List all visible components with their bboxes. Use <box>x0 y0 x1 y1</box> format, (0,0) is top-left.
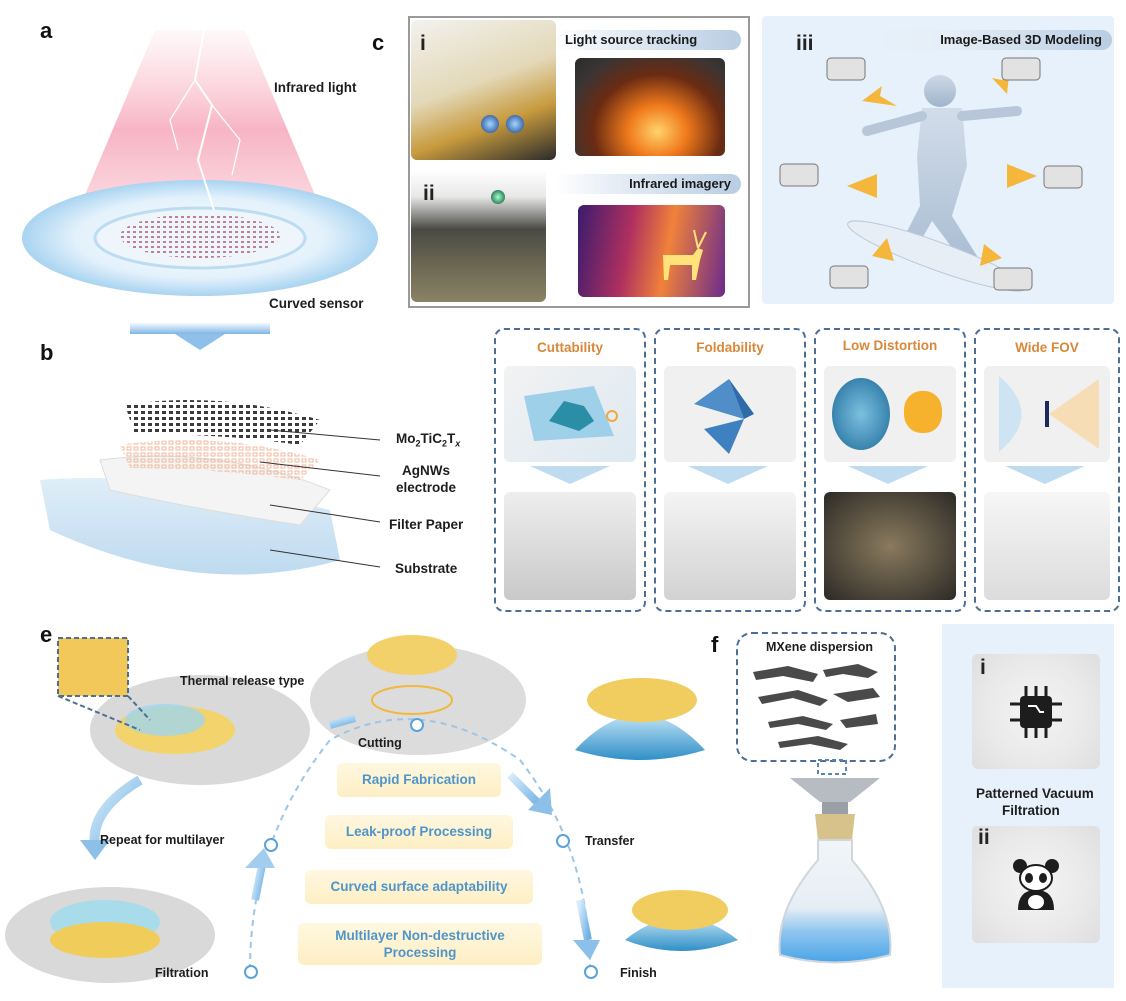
curved-sensor-label: Curved sensor <box>269 296 364 311</box>
layer-stack-illustration <box>40 400 381 575</box>
fire-photo <box>575 58 725 156</box>
panel-letter-e: e <box>40 622 53 647</box>
roman-ii: ii <box>423 182 435 205</box>
chevron-down-icon <box>688 466 768 484</box>
folded-paper-top-photo <box>664 366 796 462</box>
wide-fov-card: Wide FOV <box>974 328 1120 612</box>
fov-icon <box>999 376 1099 452</box>
mo2tic2tx-label: Mo2TiC2Tx <box>396 431 461 449</box>
panel-letter-b: b <box>40 340 54 365</box>
robot-eye-icon <box>481 115 499 133</box>
card-title: Foldability <box>696 340 764 355</box>
lens-top-photo <box>824 366 956 462</box>
goggle-icon <box>491 190 505 204</box>
panda-filter-disc <box>972 826 1100 943</box>
light-source-tracking-label: Light source tracking <box>555 30 741 50</box>
feature-curved-surface: Curved surface adaptability <box>305 870 533 904</box>
step-dot <box>264 838 278 852</box>
substrate-label: Substrate <box>395 561 458 576</box>
roman-i: i <box>420 32 426 55</box>
infrared-sensor-illustration <box>22 24 378 296</box>
feature-multilayer-line1: Multilayer Non-destructive <box>335 928 505 943</box>
card-title: Wide FOV <box>1015 340 1079 355</box>
robot-photo <box>411 20 556 160</box>
transfer-label: Transfer <box>585 834 635 848</box>
feature-leak-proof: Leak-proof Processing <box>325 815 513 849</box>
camera-icon <box>779 57 1083 291</box>
agnws-label-line1: AgNWs <box>402 463 450 478</box>
mxene-flakes-illustration <box>753 664 880 750</box>
mxene-dispersion-box: MXene dispersion <box>736 632 896 762</box>
card-title: Cuttability <box>537 340 603 355</box>
finish-label: Finish <box>620 966 657 980</box>
fold-icon <box>694 379 754 454</box>
thermal-release-label: Thermal release type <box>180 674 305 688</box>
cut-deer-bottom-photo <box>504 492 636 600</box>
chip-filter-disc <box>972 654 1100 769</box>
robot-eye-icon <box>506 115 524 133</box>
filter-paper-label: Filter Paper <box>389 517 464 532</box>
bunny-icon <box>904 391 942 433</box>
3d-modeling-label: Image-Based 3D Modeling <box>876 30 1112 50</box>
foldability-card: Foldability <box>654 328 806 612</box>
3d-modeling-illustration <box>779 57 1083 292</box>
chip-icon <box>1010 686 1062 738</box>
down-arrow-icon <box>130 322 270 350</box>
thermal-deer-photo <box>578 205 725 297</box>
infrared-light-label: Infrared light <box>274 80 357 95</box>
step-dot <box>584 965 598 979</box>
mxene-dispersion-label: MXene dispersion <box>766 640 873 654</box>
deer-icon <box>663 229 707 280</box>
agnws-label-line2: electrode <box>396 480 457 495</box>
infrared-imagery-label: Infrared imagery <box>555 174 741 194</box>
fabrication-illustration <box>5 635 738 983</box>
step-dot <box>244 965 258 979</box>
chevron-down-icon <box>848 466 928 484</box>
lens-icon <box>832 378 890 450</box>
chevron-down-icon <box>1005 466 1085 484</box>
chevron-down-icon <box>530 466 610 484</box>
feature-multilayer: Multilayer Non-destructive Processing <box>298 923 542 965</box>
repeat-multilayer-label: Repeat for multilayer <box>100 833 225 847</box>
folded-sphere-bottom-photo <box>664 492 796 600</box>
feature-rapid-fabrication: Rapid Fabrication <box>337 763 501 797</box>
filtration-label: Filtration <box>155 966 209 980</box>
soldier-photo <box>411 170 546 302</box>
lasers-bottom-photo <box>984 492 1110 600</box>
card-title: Low Distortion <box>842 338 938 353</box>
cut-deer-top-photo <box>504 366 636 462</box>
panel-letter-a: a <box>40 18 53 43</box>
vacuum-flask-illustration <box>778 759 892 964</box>
patterned-filtration-line1: Patterned Vacuum <box>976 786 1094 801</box>
step-dot <box>410 718 424 732</box>
roman-g-ii: ii <box>978 826 990 849</box>
scissors-icon <box>524 386 618 441</box>
step-dot <box>556 834 570 848</box>
roman-g-i: i <box>980 656 986 679</box>
feature-multilayer-line2: Processing <box>383 945 457 960</box>
patterned-filtration-line2: Filtration <box>1002 803 1060 818</box>
panda-icon <box>1013 859 1059 910</box>
roman-iii: iii <box>796 32 814 55</box>
bunny-sensor-bottom-photo <box>824 492 956 600</box>
cutting-label: Cutting <box>358 736 402 750</box>
panel-letter-c: c <box>372 30 385 55</box>
low-distortion-card: Low Distortion <box>814 328 966 612</box>
fov-top-photo <box>984 366 1110 462</box>
panel-letter-f: f <box>711 632 719 657</box>
